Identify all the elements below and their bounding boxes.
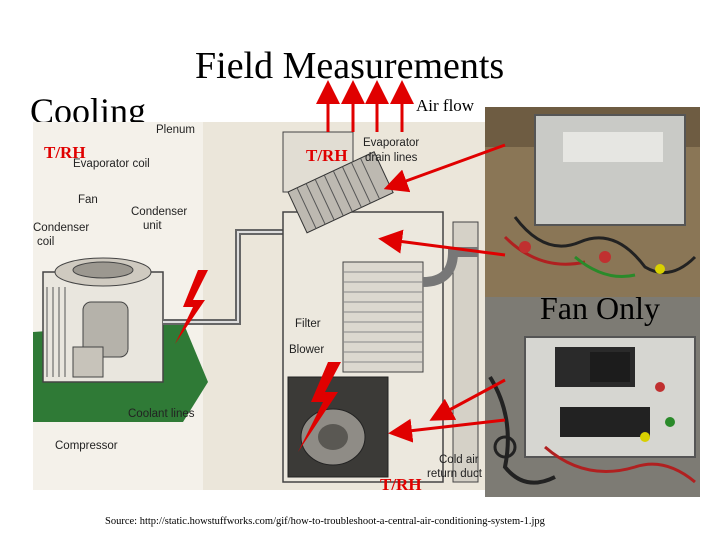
source-citation: Source: http://static.howstuffworks.com/… [105, 516, 545, 527]
label-condenser-coil-2: coil [37, 236, 55, 248]
label-return-duct: return duct [427, 468, 482, 480]
trh-label-outdoor: T/RH [44, 143, 86, 162]
label-fan: Fan [78, 194, 98, 206]
airflow-label: Air flow [416, 96, 475, 115]
pointer-arrow-icon [378, 143, 506, 443]
label-plenum: Plenum [156, 124, 195, 136]
fan-only-label: Fan Only [540, 290, 660, 326]
sensor-photo-2-drawing [485, 297, 700, 497]
trh-label-return: T/RH [380, 475, 422, 494]
up-arrow-icon [316, 80, 414, 132]
label-evaporator: Evaporator [363, 137, 420, 149]
label-blower: Blower [289, 344, 325, 356]
ac-diagram-drawing [33, 122, 488, 490]
sensor-photo-1-drawing [485, 107, 700, 297]
sensor-box-photo-cooling [485, 107, 700, 297]
ac-cutaway-diagram: Plenum Evaporator coil Evaporator drain … [33, 122, 488, 490]
label-condenser-unit-2: unit [143, 220, 162, 232]
sensor-box-photo-fan-only [485, 297, 700, 497]
label-evaporator-coil: Evaporator coil [73, 158, 150, 170]
label-cold-air: Cold air [439, 454, 479, 466]
label-coolant-lines: Coolant lines [128, 408, 195, 420]
label-compressor: Compressor [55, 440, 118, 452]
lightning-bolt-icon [175, 270, 341, 452]
label-drain-lines: drain lines [365, 152, 418, 164]
label-condenser-unit: Condenser [131, 206, 188, 218]
trh-label-supply: T/RH [306, 146, 348, 165]
label-condenser-coil: Condenser [33, 222, 90, 234]
label-filter: Filter [295, 318, 321, 330]
